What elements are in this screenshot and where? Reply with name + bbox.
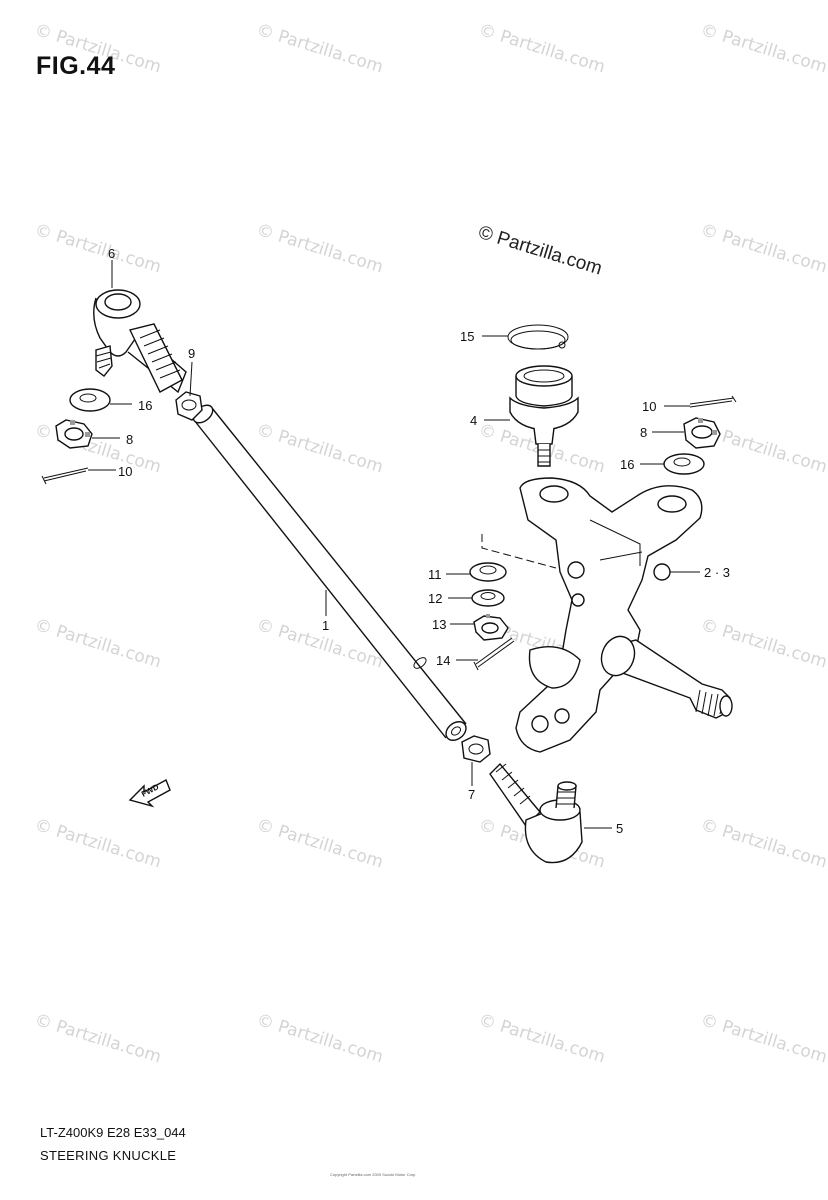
callout-12: 12 — [428, 591, 443, 606]
washer-16-left — [69, 388, 111, 412]
callout-7: 7 — [468, 787, 476, 802]
figure-caption: STEERING KNUCKLE — [40, 1148, 177, 1163]
callout-11: 11 — [428, 567, 442, 582]
circlip-15 — [507, 324, 569, 350]
fwd-arrow-icon — [128, 779, 171, 808]
washer-11 — [469, 562, 507, 582]
callout-8: 8 — [126, 432, 134, 447]
tie-rod-end-right — [489, 762, 583, 864]
callout-14: 14 — [436, 653, 451, 668]
model-code: LT-Z400K9 E28 E33_044 — [40, 1125, 186, 1140]
callout-10: 10 — [642, 399, 657, 414]
castle-nut-13 — [473, 614, 509, 641]
callout-13: 13 — [432, 617, 447, 632]
nut-9 — [175, 391, 203, 421]
callout-10: 10 — [118, 464, 133, 479]
cotter-pin-10-right — [689, 395, 737, 408]
washer-16-right — [663, 453, 705, 475]
callout-6: 6 — [108, 246, 116, 261]
callout-4: 4 — [470, 413, 478, 428]
callout-5: 5 — [616, 821, 624, 836]
tie-rod-end-left — [93, 289, 187, 394]
callout-16: 16 — [138, 398, 153, 413]
cotter-pin-14 — [473, 637, 515, 671]
castle-nut-8-left — [55, 419, 93, 449]
callout-16: 16 — [620, 457, 635, 472]
washer-12 — [471, 589, 505, 607]
callout-2-3: 2 · 3 — [704, 565, 731, 580]
callout-15: 15 — [460, 329, 475, 344]
castle-nut-8-right — [683, 417, 721, 449]
callout-8: 8 — [640, 425, 648, 440]
cotter-pin-10-left — [41, 467, 89, 485]
leader-lines — [88, 260, 700, 829]
copyright-line: Copyright Partzilla.com 2009 Suzuki Moto… — [330, 1172, 416, 1177]
callout-1: 1 — [322, 618, 330, 633]
nut-7 — [461, 735, 491, 763]
callout-9: 9 — [188, 346, 196, 361]
ball-joint-4 — [509, 365, 579, 467]
steering-knuckle — [515, 477, 733, 753]
figure-title: FIG.44 — [36, 52, 116, 80]
